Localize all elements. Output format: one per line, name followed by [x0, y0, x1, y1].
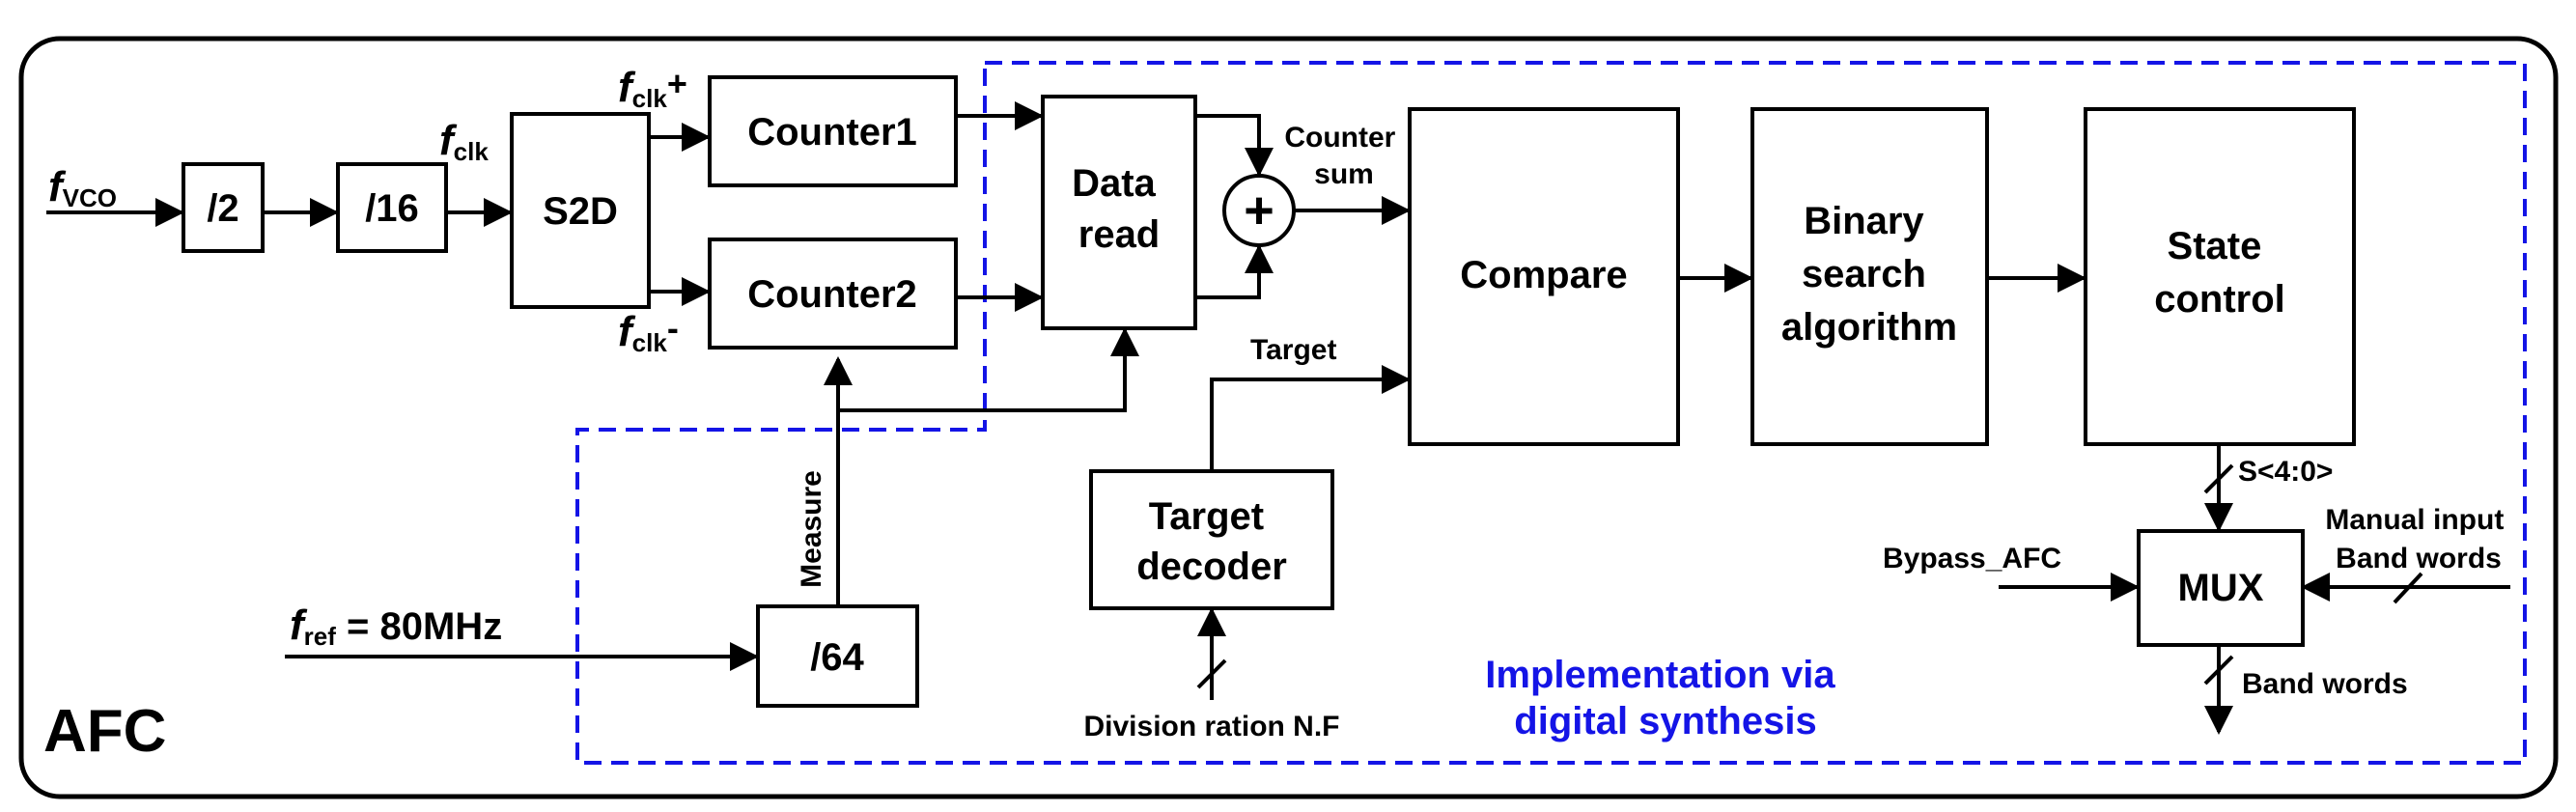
s2d-block: [510, 112, 651, 309]
target-label: Target: [1250, 334, 1336, 366]
fclk-plus-label: fclk+: [618, 64, 687, 113]
adder-label: +: [1244, 182, 1274, 239]
mux-block: [2137, 529, 2305, 647]
compare-block: [1408, 107, 1680, 446]
s-bus-label: S<4:0>: [2238, 456, 2333, 488]
adder-node: [1222, 174, 1296, 247]
counter2-label: Counter2: [747, 273, 917, 316]
measure-label: Measure: [796, 470, 827, 588]
target-decoder-block: [1089, 469, 1334, 610]
div2-label: /2: [207, 187, 238, 230]
bypass-label: Bypass_AFC: [1883, 543, 2061, 574]
counter-sum-label: Counter sum: [1284, 122, 1403, 190]
div2-block: [182, 162, 265, 253]
mux-label: MUX: [2178, 567, 2264, 609]
counter1-label: Counter1: [747, 111, 917, 154]
digital-synthesis-label: Implementation via digital synthesis: [1485, 654, 1845, 742]
fclk-minus-label: fclk-: [618, 308, 679, 357]
wire-dataread-adder-top: [1195, 114, 1274, 177]
dataread-label: Data read: [1072, 162, 1166, 256]
dataread-block: [1041, 95, 1197, 330]
bus-slash-manual: [2393, 572, 2423, 604]
counter1-block: [708, 75, 958, 187]
state-control-label: State control: [2154, 225, 2285, 321]
binary-search-block: [1750, 107, 1989, 446]
band-words-label: Band words: [2242, 668, 2408, 700]
manual-input-label: Manual input Band words: [2325, 504, 2511, 574]
wire-dataread-adder-bottom: [1195, 244, 1274, 299]
fref-label: fref = 80MHz: [290, 602, 502, 651]
wire-measure-dataread: [838, 327, 1139, 412]
afc-frame: [18, 36, 2559, 799]
compare-label: Compare: [1460, 254, 1627, 296]
target-decoder-label: Target decoder: [1136, 495, 1287, 588]
binary-search-label: Binary search algorithm: [1781, 200, 1957, 349]
div64-label: /64: [810, 636, 864, 679]
div16-label: /16: [365, 187, 419, 230]
bus-slash-s: [2203, 463, 2234, 494]
counter2-block: [708, 238, 958, 350]
division-ration-label: Division ration N.F: [1083, 711, 1339, 742]
div64-block: [756, 604, 919, 708]
wire-target-compare: [1210, 365, 1411, 471]
s2d-label: S2D: [543, 190, 618, 233]
fvco-label: fVCO: [48, 163, 117, 212]
bus-slash-out: [2203, 655, 2234, 686]
afc-title: AFC: [43, 698, 166, 765]
div16-block: [336, 162, 448, 253]
digital-synthesis-region: [575, 61, 2527, 765]
fclk-label: fclk: [439, 117, 489, 166]
state-control-block: [2084, 107, 2356, 446]
bus-slash-division: [1196, 658, 1227, 689]
